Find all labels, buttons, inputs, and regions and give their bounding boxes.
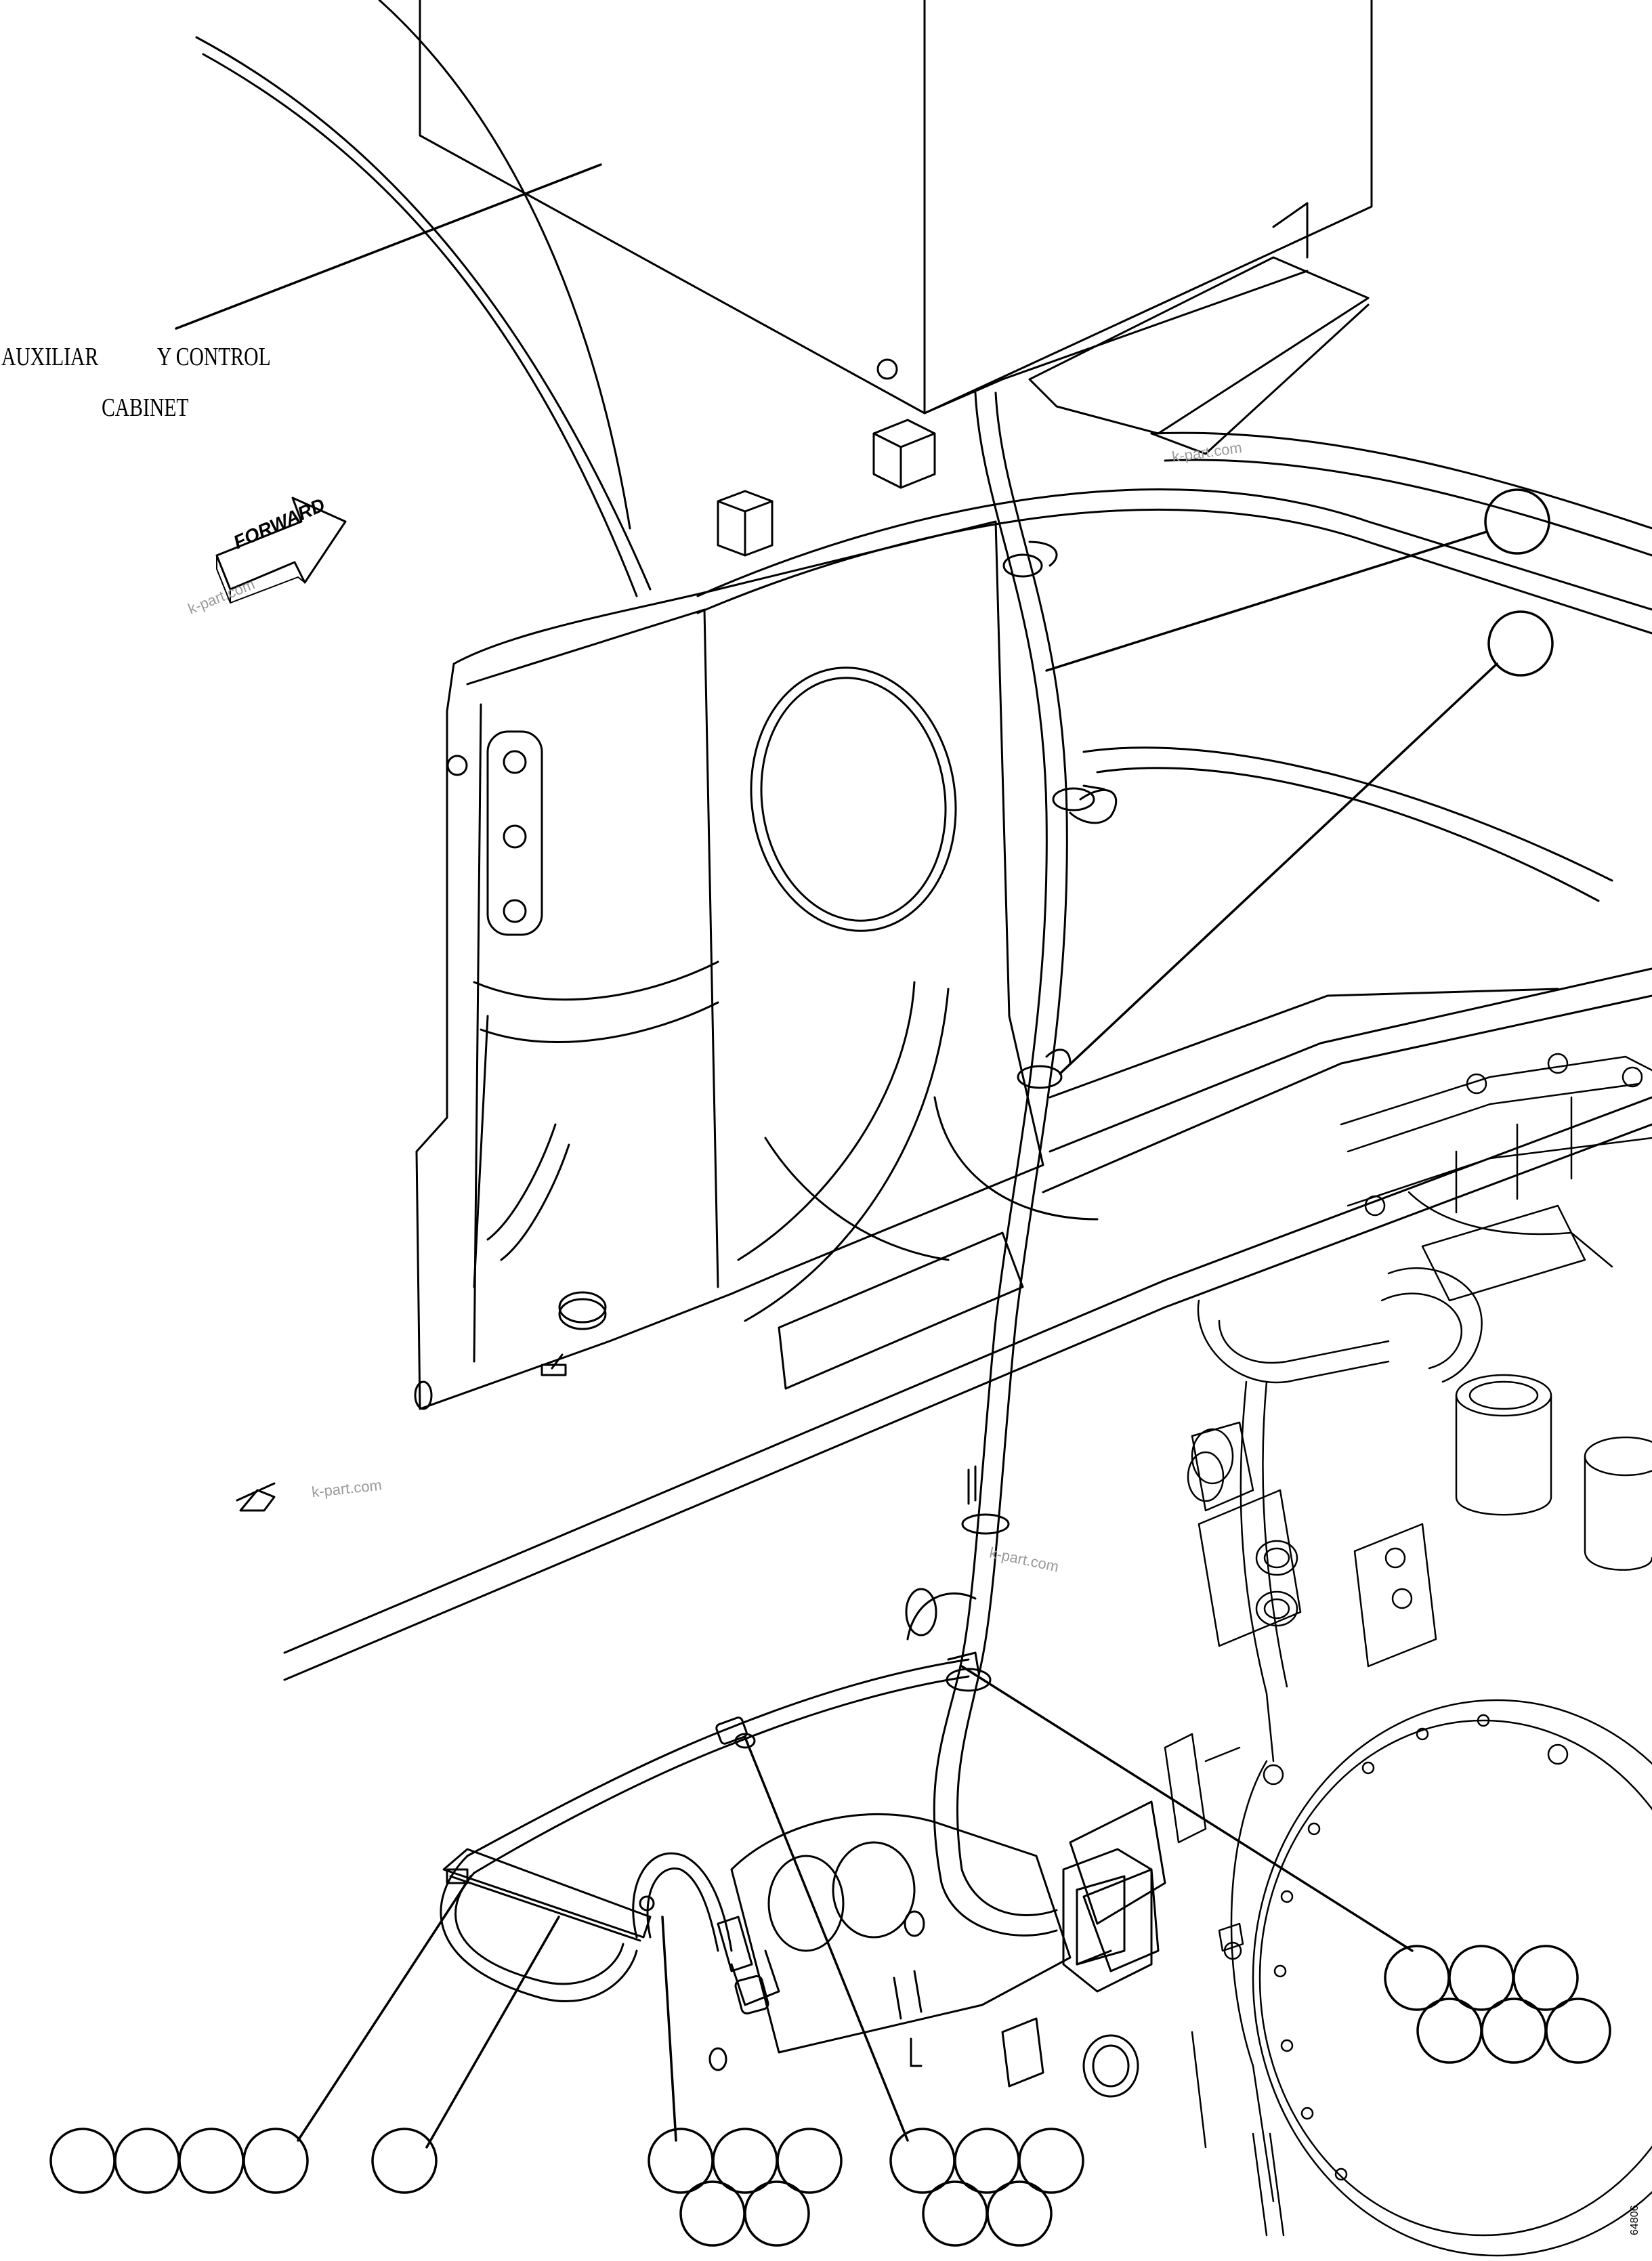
callout-circle [986, 2180, 1053, 2247]
callout-circle [776, 2128, 843, 2194]
callout-circle [242, 2128, 309, 2194]
cab-arcs [195, 0, 1652, 902]
label-auxiliary-part2: Y CONTROL [157, 343, 271, 371]
callout-circle [1545, 1998, 1611, 2064]
lower-bracket [708, 1800, 1166, 2098]
lower-beam [236, 967, 1652, 1681]
callout-circle [1487, 610, 1554, 677]
callout-circle [1512, 1945, 1579, 2011]
label-cabinet: CABINET [102, 394, 189, 422]
callout-circle [371, 2128, 438, 2194]
callout-circle [178, 2128, 245, 2194]
upper-rail [696, 488, 1652, 635]
callout-circle [744, 2180, 810, 2247]
callout-circle [679, 2180, 746, 2247]
auxiliary-cabinet [419, 0, 1373, 557]
figure-id: 64806 [1629, 2205, 1640, 2236]
wire-harness-branch [440, 1588, 970, 2015]
wire-harness-main [906, 392, 1153, 1993]
callout-circle [49, 2128, 116, 2194]
forward-arrow-icon [215, 496, 347, 604]
callout-circle [114, 2128, 180, 2194]
callout-circle [1018, 2128, 1084, 2194]
frame-plate [414, 520, 1099, 1410]
callout-circle [1416, 1998, 1483, 2064]
callout-circle [1484, 488, 1550, 555]
engine-assembly [1164, 1053, 1652, 2257]
label-auxiliary-part1: AUXILIAR [1, 343, 99, 371]
leader-lines [175, 163, 1498, 2149]
callout-circles [49, 488, 1611, 2247]
callout-circle [922, 2180, 988, 2247]
callout-circle [1481, 1998, 1547, 2064]
